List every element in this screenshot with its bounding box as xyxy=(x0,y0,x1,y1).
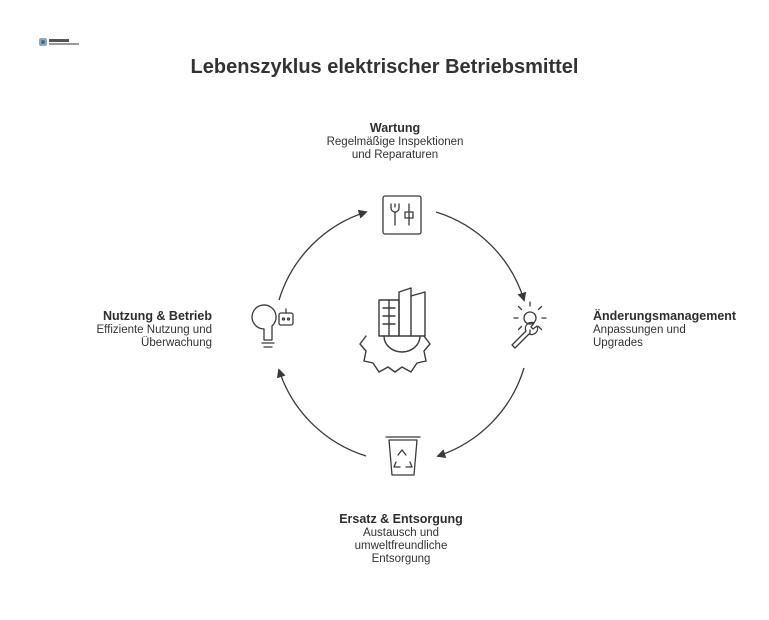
stage-nutzung-desc-2: Überwachung xyxy=(141,337,212,349)
stage-wartung-title: Wartung xyxy=(369,121,421,135)
logo xyxy=(39,38,79,46)
recycle-bin-icon xyxy=(385,436,421,476)
stage-aenderung-desc-2: Upgrades xyxy=(593,337,643,349)
bulb-robot-icon xyxy=(251,304,294,348)
page-title: Lebenszyklus elektrischer Betriebsmittel xyxy=(190,56,579,78)
stage-nutzung-title: Nutzung & Betrieb xyxy=(102,309,212,323)
stage-aenderung: Änderungsmanagement Anpassungen und Upgr… xyxy=(593,308,763,350)
arrow-ersatz-to-nutzung xyxy=(276,368,367,457)
stage-aenderung-title: Änderungsmanagement xyxy=(593,309,737,323)
stage-ersatz-desc-1: Austausch und xyxy=(362,527,440,539)
cycle-arrows xyxy=(276,209,527,459)
arrow-wartung-to-aenderung xyxy=(435,211,527,302)
arrow-nutzung-to-wartung xyxy=(278,209,368,301)
stage-wartung-desc-2: und Reparaturen xyxy=(351,149,439,161)
stage-ersatz: Ersatz & Entsorgung Austausch und umwelt… xyxy=(316,511,486,566)
stage-ersatz-desc-3: Entsorgung xyxy=(371,553,431,565)
wrench-gear-icon xyxy=(511,301,547,349)
stage-ersatz-desc-2: umweltfreundliche xyxy=(354,540,448,552)
arrow-aenderung-to-ersatz xyxy=(436,367,525,459)
tools-box-icon xyxy=(382,195,422,235)
stage-wartung-desc-1: Regelmäßige Inspektionen xyxy=(326,136,464,148)
stage-ersatz-title: Ersatz & Entsorgung xyxy=(339,512,463,526)
building-gear-icon xyxy=(359,287,431,373)
stage-aenderung-desc-1: Anpassungen und xyxy=(593,324,686,336)
stage-nutzung-desc-1: Effiziente Nutzung und xyxy=(96,324,212,336)
stage-nutzung: Nutzung & Betrieb Effiziente Nutzung und… xyxy=(56,308,212,350)
stage-wartung: Wartung Regelmäßige Inspektionen und Rep… xyxy=(310,120,480,162)
